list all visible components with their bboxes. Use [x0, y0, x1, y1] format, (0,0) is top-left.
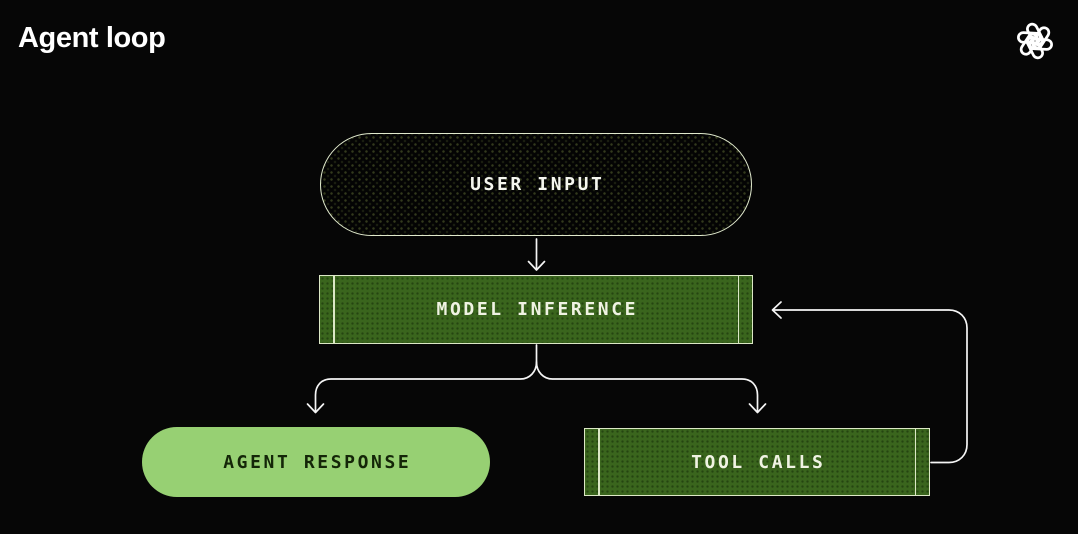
node-tool-calls-label: TOOL CALLS: [691, 451, 826, 473]
edge-model-inference-to-tool-calls: [535, 361, 759, 412]
node-agent-response-label: AGENT RESPONSE: [223, 451, 412, 473]
node-agent-response: AGENT RESPONSE: [142, 427, 490, 497]
node-user-input-label: USER INPUT: [470, 174, 605, 195]
node-model-inference-label: MODEL INFERENCE: [436, 299, 639, 320]
node-model-inference: MODEL INFERENCE: [319, 275, 753, 344]
arrowhead-down-agent-response: [306, 403, 325, 414]
openai-logo-icon: [1017, 22, 1053, 60]
node-user-input: USER INPUT: [320, 133, 752, 236]
node-tool-calls: TOOL CALLS: [584, 428, 930, 496]
edge-tool-calls-to-model-inference-loop: [773, 309, 968, 464]
edge-model-inference-to-agent-response: [314, 344, 538, 412]
arrowhead-down-tool-calls: [748, 403, 767, 414]
arrowhead-down-model-inference: [527, 260, 546, 271]
arrowhead-left-model-inference: [771, 301, 782, 319]
page-title: Agent loop: [18, 22, 166, 54]
